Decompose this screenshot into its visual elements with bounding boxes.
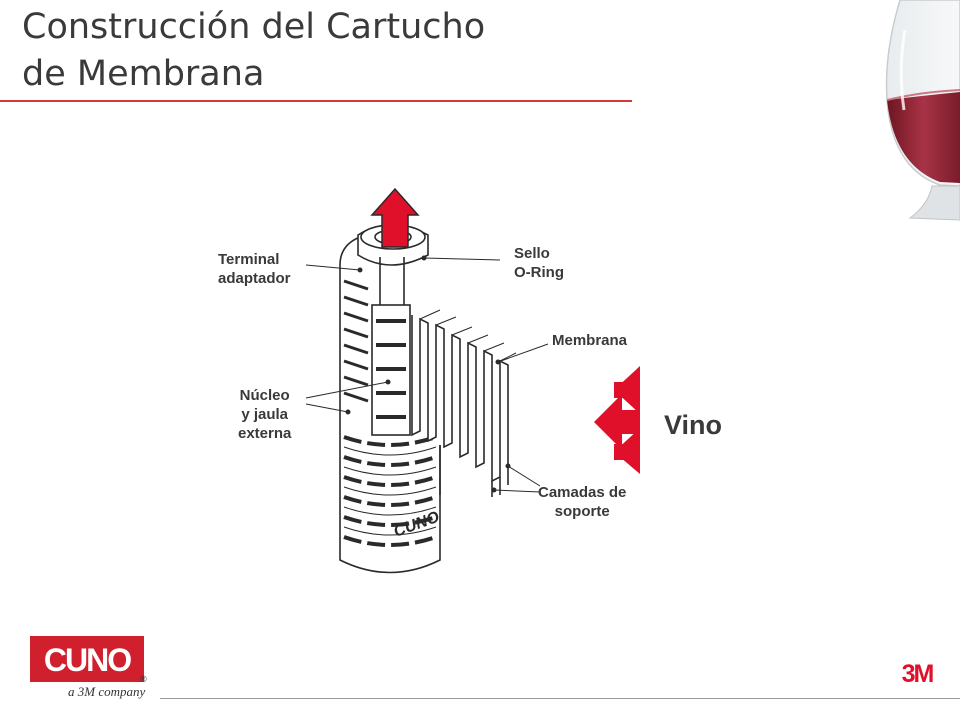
inflow-arrows	[594, 366, 640, 474]
outlet-arrow	[370, 187, 420, 248]
label-membrana: Membrana	[552, 331, 627, 350]
label-nucleo-line-2: y jaula	[241, 406, 289, 423]
label-terminal-line-1: Terminal	[218, 251, 280, 268]
label-camadas-line-1: Camadas de	[538, 484, 627, 501]
wine-glass-illustration	[885, 0, 960, 221]
pleated-membrane	[411, 309, 517, 485]
inflow-arrow-middle	[594, 394, 640, 450]
slide-title: Construcción del Cartucho de Membrana	[22, 4, 485, 98]
label-nucleo-line-1: Núcleo	[239, 387, 290, 404]
3m-logo: 3M	[902, 660, 936, 686]
label-terminal-line-2: adaptador	[218, 270, 291, 287]
inflow-arrow-top	[614, 366, 640, 414]
cartridge-body	[339, 265, 441, 574]
cuno-tagline: a 3M company	[68, 684, 146, 699]
label-camadas-soporte: Camadas de soporte	[538, 483, 626, 521]
label-nucleo-jaula: Núcleo y jaula externa	[238, 386, 291, 443]
footer-rule	[160, 698, 960, 699]
registered-mark: ®	[140, 674, 147, 684]
cuno-logo-text: CUNO	[44, 642, 131, 678]
flow-label-vino: Vino	[664, 410, 723, 440]
label-camadas-line-2: soporte	[554, 503, 610, 520]
label-nucleo-line-3: externa	[238, 425, 292, 442]
label-sello-o-ring: Sello O-Ring	[514, 244, 564, 282]
slide-title-line-1: Construcción del Cartucho	[22, 7, 486, 47]
3m-logo-text: 3M	[902, 660, 934, 686]
title-underline	[0, 100, 632, 102]
label-membrana-text: Membrana	[552, 332, 628, 349]
slide-title-line-2: de Membrana	[22, 54, 265, 94]
cuno-logo: CUNO ®	[30, 636, 147, 684]
outer-cage-slots	[343, 279, 437, 547]
label-terminal-adaptador: Terminal adaptador	[218, 250, 291, 288]
membrane-cartridge-drawing: CUNO	[339, 187, 517, 574]
label-sello-line-1: Sello	[514, 245, 550, 262]
label-sello-line-2: O-Ring	[514, 264, 564, 281]
inner-core	[371, 257, 411, 436]
inflow-arrow-bottom	[614, 428, 640, 474]
